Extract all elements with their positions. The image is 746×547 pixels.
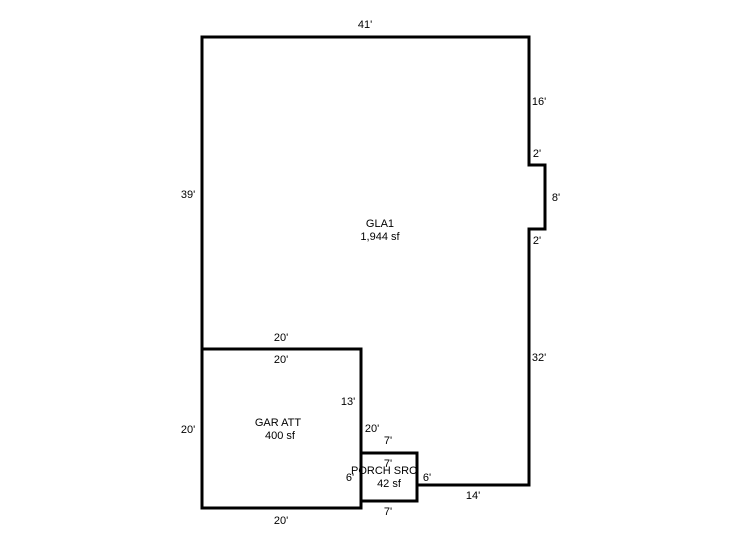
porch-outline bbox=[359, 451, 419, 503]
dim-porch-bottom: 7' bbox=[384, 506, 392, 518]
garage-area: 400 sf bbox=[265, 430, 296, 442]
garage-outline bbox=[200, 347, 363, 510]
gla1-area: 1,944 sf bbox=[360, 231, 400, 243]
dim-gla-porch-top: 7' bbox=[384, 435, 392, 447]
dim-gla-garage-top: 20' bbox=[274, 332, 288, 344]
dim-bump-top: 2' bbox=[533, 148, 541, 160]
dim-gla-porch-gap: 20' bbox=[365, 423, 379, 435]
garage-name: GAR ATT bbox=[255, 417, 302, 429]
dim-gla-left: 39' bbox=[181, 189, 195, 201]
gla1-name: GLA1 bbox=[366, 218, 394, 230]
porch-name: PORCH SRC bbox=[351, 465, 417, 477]
dim-gla-bottom-right: 14' bbox=[466, 490, 480, 502]
dim-gla-right-lower: 32' bbox=[532, 352, 546, 364]
porch-area: 42 sf bbox=[377, 478, 402, 490]
dim-garage-bottom: 20' bbox=[274, 515, 288, 527]
dim-bump-bottom: 2' bbox=[533, 235, 541, 247]
gla1-outline bbox=[200, 35, 547, 487]
dim-porch-top: 7' bbox=[384, 458, 392, 470]
dim-gla-garage-right: 13' bbox=[341, 396, 355, 408]
dim-porch-right: 6' bbox=[423, 472, 431, 484]
dim-garage-left: 20' bbox=[181, 424, 195, 436]
dim-gla-top: 41' bbox=[358, 19, 372, 31]
dim-garage-top: 20' bbox=[274, 354, 288, 366]
dim-porch-left: 6' bbox=[346, 472, 354, 484]
dim-gla-right-upper: 16' bbox=[532, 96, 546, 108]
dim-bump-depth: 8' bbox=[552, 192, 560, 204]
